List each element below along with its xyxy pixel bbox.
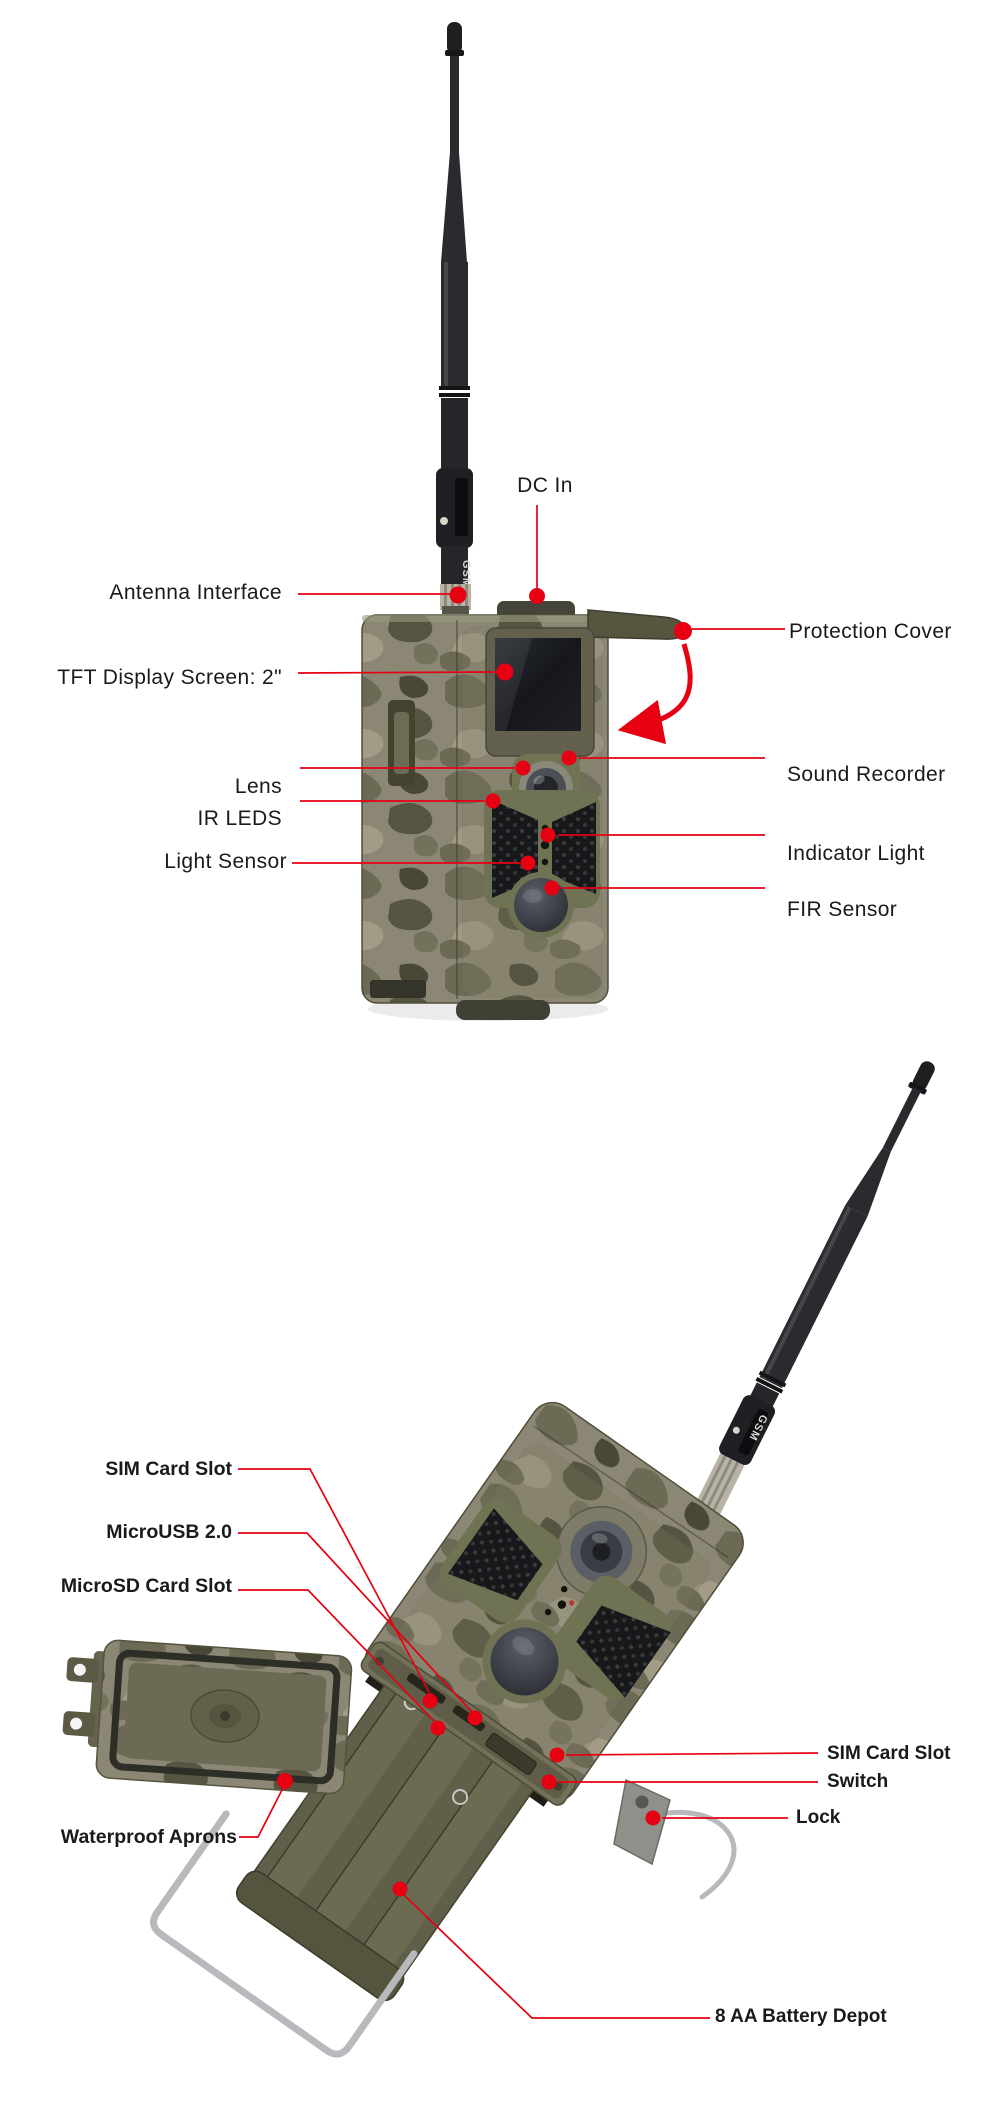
waterproof-seal — [109, 1649, 341, 1785]
battery-spring — [452, 1789, 469, 1806]
antenna: GSM — [436, 22, 473, 614]
label-ir-leds: IR LEDS — [197, 807, 282, 830]
antenna-tilted: GSM — [689, 1061, 935, 1529]
lock-clasp — [613, 1778, 737, 1900]
leader-lines — [238, 505, 819, 2019]
card-slot-rim — [360, 1641, 577, 1806]
label-microsd-card-slot: MicroSD Card Slot — [60, 1575, 232, 1597]
leader-dc-in — [529, 505, 545, 604]
leader-waterproof-aprons — [239, 1773, 293, 1838]
leader-lock — [645, 1810, 788, 1826]
leader-sim-card-slot-right — [549, 1747, 819, 1763]
cover-open-arrow — [617, 643, 693, 745]
label-battery-depot: 8 AA Battery Depot — [715, 2006, 887, 2027]
label-antenna-interface: Antenna Interface — [109, 581, 282, 604]
strap-slot — [388, 700, 415, 786]
label-fir-sensor: FIR Sensor — [787, 898, 898, 921]
fir-sensor-dome — [508, 872, 574, 938]
waterproof-cover — [62, 1639, 353, 1795]
leader-battery-depot — [392, 1881, 710, 2019]
camera-body-open — [150, 1401, 744, 2058]
leader-switch — [541, 1774, 818, 1790]
label-micro-usb: MicroUSB 2.0 — [106, 1521, 232, 1543]
indicator-led-2 — [569, 1600, 575, 1606]
leader-micro-usb — [238, 1532, 483, 1726]
leader-lens — [300, 760, 531, 776]
ir-led-panel — [484, 790, 600, 908]
label-indicator-light: Indicator Light — [787, 842, 925, 865]
leader-tft-display — [297, 663, 514, 681]
label-tft-display: TFT Display Screen: 2" — [57, 666, 282, 689]
leader-ir-leds — [300, 793, 501, 809]
label-waterproof-aprons: Waterproof Aprons — [60, 1826, 237, 1848]
label-sim-card-slot-left: SIM Card Slot — [105, 1458, 232, 1480]
leader-antenna-interface — [298, 586, 467, 604]
label-light-sensor: Light Sensor — [164, 850, 287, 873]
wire-bail-handle — [150, 1810, 418, 2058]
label-lock: Lock — [796, 1807, 841, 1828]
sim-slot — [485, 1733, 537, 1775]
label-dc-in: DC In — [517, 474, 573, 497]
camera-open-view: GSM — [62, 1061, 935, 2058]
camera-lens-2 — [555, 1505, 648, 1598]
leader-light-sensor — [292, 855, 536, 871]
label-lens: Lens — [234, 775, 282, 798]
fir-sensor-dome-2 — [482, 1619, 567, 1704]
leader-protection-cover — [617, 622, 785, 745]
label-switch: Switch — [827, 1771, 889, 1792]
bottom-hinge — [370, 980, 426, 998]
label-protection-cover: Protection Cover — [789, 620, 952, 643]
camera-front-view: GSM — [361, 22, 685, 1021]
label-sim-card-slot-right: SIM Card Slot — [827, 1743, 951, 1764]
protection-cover-flap — [587, 609, 685, 640]
ir-led-panel-2 — [440, 1498, 672, 1700]
leader-microsd-card-slot — [238, 1589, 446, 1736]
antenna-gsm-text: GSM — [460, 560, 472, 588]
leader-indicator-light — [540, 827, 765, 843]
tft-screen — [485, 627, 595, 757]
leader-sim-card-slot-left — [238, 1468, 438, 1709]
leader-sound-recorder — [561, 750, 765, 766]
label-sound-recorder: Sound Recorder — [787, 763, 946, 786]
base-mount — [456, 1000, 550, 1020]
leader-fir-sensor — [544, 880, 765, 896]
